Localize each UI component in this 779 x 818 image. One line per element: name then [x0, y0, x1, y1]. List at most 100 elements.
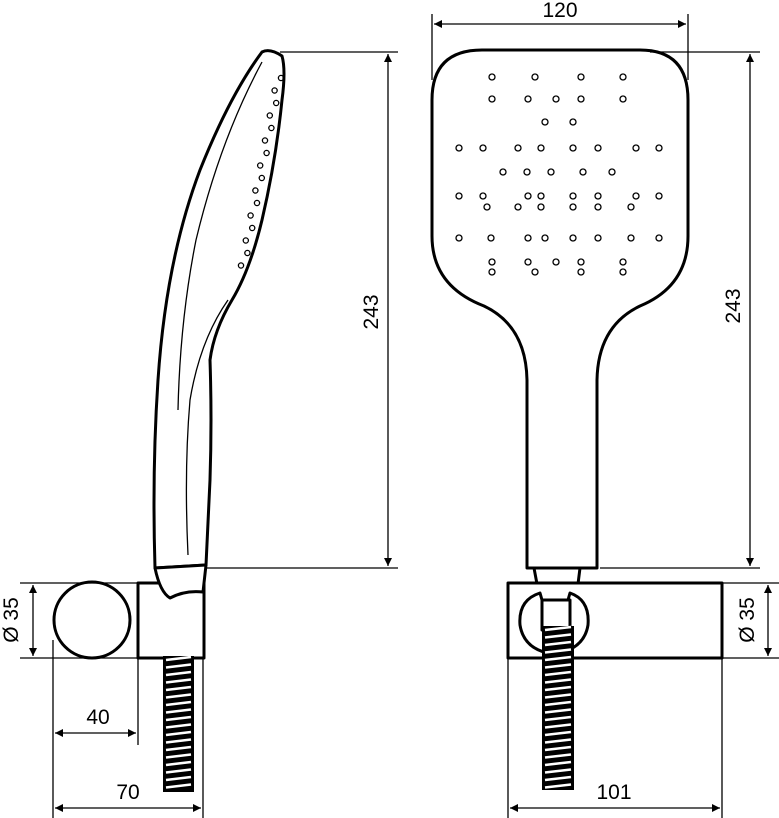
nozzle-icon [541, 118, 549, 126]
dim-bracket-offset: 40 [86, 706, 109, 729]
hose-ridge [544, 715, 572, 722]
nozzle-icon [242, 237, 250, 244]
hose-ridge [544, 753, 572, 759]
side-handle-outline [152, 49, 286, 570]
nozzle-icon [524, 95, 532, 103]
nozzle-icon [483, 203, 491, 211]
side-bracket-neck [153, 563, 208, 600]
nozzle-icon [594, 144, 602, 152]
nozzle-icon [619, 258, 627, 266]
front-view: 120 243 Ø 35 101 [430, 0, 779, 818]
nozzle-icon [488, 95, 496, 103]
hose-ridge [544, 693, 572, 699]
nozzle-icon [488, 258, 496, 266]
nozzle-icon [577, 95, 585, 103]
front-head-outline [430, 48, 690, 570]
hose-ridge [544, 648, 572, 654]
nozzle-icon [514, 203, 522, 211]
hose-ridge [165, 715, 192, 722]
nozzle-icon [627, 203, 635, 211]
nozzle-icon [537, 144, 545, 152]
hose-ridge [544, 708, 572, 714]
nozzle-icon [479, 144, 487, 152]
nozzle-icon [594, 192, 602, 200]
hose-ridge [544, 775, 572, 782]
nozzle-icon [569, 118, 577, 126]
nozzle-icon [488, 268, 496, 276]
dim-front-bracket-diameter: Ø 35 [736, 597, 759, 643]
nozzle-icon [552, 258, 560, 266]
nozzle-icon [537, 192, 545, 200]
hose-ridge [544, 655, 572, 662]
hose-ridge [544, 745, 572, 752]
hose-ridge [165, 738, 192, 744]
hose-ridge [544, 625, 572, 632]
nozzle-icon [272, 99, 280, 107]
front-hose-socket [540, 598, 572, 632]
nozzle-icon [524, 192, 532, 200]
dim-bracket-depth: 70 [116, 781, 139, 804]
nozzle-icon [577, 268, 585, 276]
side-bracket-rail-circle [52, 580, 132, 660]
hose-ridge [544, 670, 572, 677]
nozzle-icon [579, 168, 587, 176]
nozzle-icon [569, 192, 577, 200]
nozzle-icon [655, 144, 663, 152]
hose-ridge [165, 663, 192, 669]
nozzle-icon [277, 74, 285, 82]
hose-ridge [544, 783, 572, 789]
nozzle-icon [488, 73, 496, 81]
nozzle-icon [537, 203, 545, 211]
hose-ridge [544, 663, 572, 669]
nozzle-icon [569, 234, 577, 242]
nozzle-icon [252, 187, 259, 194]
side-hose [163, 655, 194, 792]
hose-ridge [165, 670, 192, 677]
nozzle-icon [261, 137, 269, 144]
hose-ridge [165, 693, 192, 699]
nozzle-icon [531, 73, 539, 81]
hose-ridge [165, 783, 192, 789]
hose-ridge [544, 723, 572, 729]
hose-ridge [544, 760, 572, 767]
nozzle-icon [514, 144, 522, 152]
nozzle-icon [541, 234, 549, 242]
nozzle-icon [523, 168, 531, 176]
nozzle-icon [271, 87, 278, 94]
nozzle-icon [608, 168, 616, 176]
nozzle-icon [569, 144, 577, 152]
nozzle-icon [248, 224, 256, 232]
dim-front-length: 243 [722, 288, 745, 323]
nozzle-icon [627, 234, 635, 242]
nozzle-icon [569, 203, 577, 211]
nozzle-icon [577, 258, 585, 266]
hose-ridge [544, 678, 572, 684]
dim-head-width: 120 [542, 0, 577, 22]
nozzle-icon [531, 268, 539, 276]
hose-ridge [165, 775, 192, 782]
nozzle-icon [256, 162, 264, 169]
nozzle-icon [479, 192, 487, 200]
nozzle-icon [247, 212, 254, 219]
nozzle-icon [258, 174, 266, 182]
nozzle-icon [655, 192, 663, 200]
hose-ridge [165, 678, 192, 684]
nozzle-icon [455, 192, 463, 200]
nozzle-icon [577, 73, 585, 81]
hose-ridge [165, 708, 192, 714]
nozzle-icon [594, 203, 602, 211]
nozzle-icon [487, 234, 495, 242]
nozzle-icon [244, 249, 251, 257]
nozzle-icon [455, 144, 463, 152]
hose-ridge [165, 745, 192, 752]
nozzle-icon [632, 192, 640, 200]
hose-ridge [165, 753, 192, 759]
nozzle-icon [547, 168, 555, 176]
side-view: 243 Ø 35 40 70 [0, 49, 398, 818]
nozzle-icon [268, 124, 275, 132]
hose-ridge [165, 655, 192, 662]
hose-ridge [544, 640, 572, 647]
nozzle-icon [266, 112, 274, 119]
side-nozzles [237, 74, 285, 269]
